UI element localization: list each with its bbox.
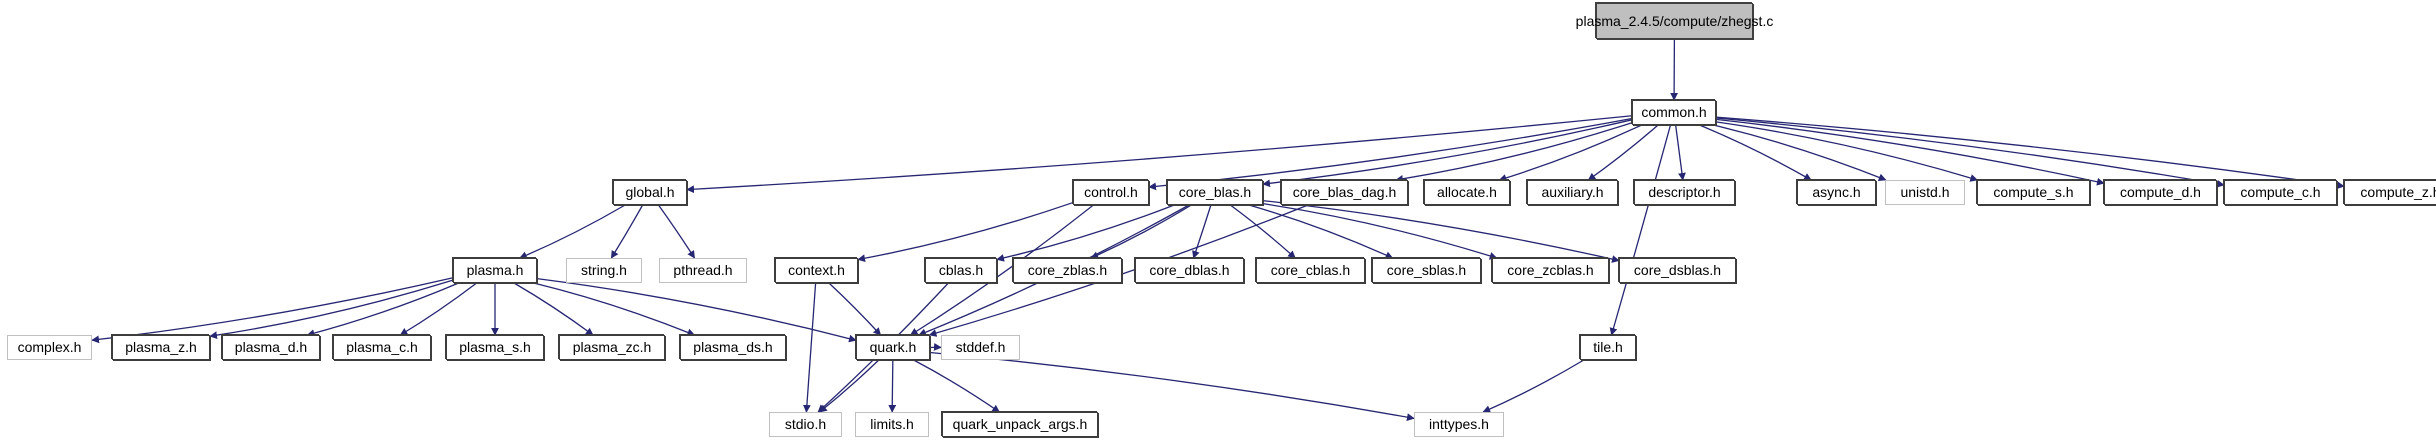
graph-edge-common-to-compute_d: [1715, 118, 2105, 186]
graph-edge-global-to-plasma: [519, 204, 626, 259]
graph-edge-context-to-quark: [828, 282, 882, 336]
graph-node-core_zblas[interactable]: core_zblas.h: [1013, 258, 1122, 283]
graph-edge-global-to-string: [610, 204, 644, 259]
graph-edge-core_blas-to-core_zcblas: [1262, 203, 1498, 260]
graph-edge-common-to-descriptor: [1674, 124, 1686, 181]
graph-edge-common-to-core_blas_dag: [1395, 122, 1633, 183]
graph-node-compute_c[interactable]: compute_c.h: [2224, 180, 2337, 205]
graph-node-limits[interactable]: limits.h: [855, 412, 929, 437]
graph-node-plasma[interactable]: plasma.h: [453, 258, 537, 283]
graph-node-inttypes[interactable]: inttypes.h: [1414, 412, 1504, 437]
graph-edge-common-to-global: [686, 115, 1633, 194]
graph-node-descriptor[interactable]: descriptor.h: [1634, 180, 1735, 205]
graph-edge-core_blas-to-core_dsblas: [1262, 199, 1620, 263]
graph-edge-core_blas-to-core_cblas: [1229, 204, 1296, 259]
graph-node-stdio[interactable]: stdio.h: [769, 412, 842, 437]
graph-edge-plasma-to-plasma_d: [306, 282, 459, 337]
graph-edge-tile-to-inttypes: [1482, 359, 1585, 413]
graph-edge-plasma-to-complex: [91, 277, 454, 344]
graph-edge-core_blas-to-cblas: [996, 204, 1175, 262]
graph-edge-plasma-to-plasma_zc: [513, 282, 594, 336]
graph-edge-common-to-tile: [1609, 124, 1672, 336]
graph-edge-common-to-core_blas: [1262, 119, 1633, 188]
graph-edge-plasma-to-plasma_c: [399, 282, 478, 336]
graph-node-cblas[interactable]: cblas.h: [925, 258, 997, 283]
graph-edge-common-to-compute_z: [1715, 116, 2345, 190]
graph-node-complex[interactable]: complex.h: [7, 335, 92, 360]
graph-edge-core_blas-to-core_zblas: [1090, 204, 1192, 259]
graph-edge-quark-to-limits: [888, 359, 897, 413]
graph-node-control[interactable]: control.h: [1073, 180, 1149, 205]
node-label-line: plasma_2.4.5/compute: [1575, 13, 1718, 29]
graph-edge-common-to-unistd: [1713, 124, 1887, 182]
graph-node-plasma_z[interactable]: plasma_z.h: [112, 335, 210, 360]
graph-node-async[interactable]: async.h: [1797, 180, 1876, 205]
graph-node-plasma_ds[interactable]: plasma_ds.h: [680, 335, 786, 360]
graph-node-core_blas_dag[interactable]: core_blas_dag.h: [1281, 180, 1408, 205]
graph-node-pthread[interactable]: pthread.h: [659, 258, 747, 283]
node-label-line: /zhegst.c: [1717, 13, 1774, 29]
graph-node-compute_d[interactable]: compute_d.h: [2104, 180, 2217, 205]
graph-node-string[interactable]: string.h: [566, 258, 642, 283]
graph-node-common[interactable]: common.h: [1632, 100, 1716, 125]
graph-edge-core_blas-to-core_sblas: [1248, 204, 1394, 259]
graph-edge-plasma-to-plasma_z: [209, 279, 454, 340]
graph-node-allocate[interactable]: allocate.h: [1424, 180, 1510, 205]
graph-node-core_sblas[interactable]: core_sblas.h: [1372, 258, 1481, 283]
graph-edge-common-to-compute_c: [1715, 117, 2225, 188]
graph-edge-control-to-context: [857, 201, 1074, 263]
graph-edge-common-to-async: [1699, 124, 1812, 181]
graph-node-compute_z[interactable]: compute_z.h: [2344, 180, 2436, 205]
graph-node-compute_s[interactable]: compute_s.h: [1977, 180, 2090, 205]
graph-node-unistd[interactable]: unistd.h: [1885, 180, 1965, 205]
graph-node-quark_unpack[interactable]: quark_unpack_args.h: [942, 412, 1098, 437]
graph-edge-global-to-pthread: [657, 204, 696, 259]
graph-node-plasma_d[interactable]: plasma_d.h: [222, 335, 320, 360]
graph-node-zhegst[interactable]: plasma_2.4.5/compute/zhegst.c: [1576, 3, 1773, 39]
graph-node-global[interactable]: global.h: [613, 180, 687, 205]
graph-node-plasma_s[interactable]: plasma_s.h: [446, 335, 544, 360]
graph-node-context[interactable]: context.h: [775, 258, 858, 283]
graph-node-quark[interactable]: quark.h: [856, 335, 930, 360]
graph-edge-quark-to-inttypes: [929, 351, 1415, 421]
graph-node-plasma_zc[interactable]: plasma_zc.h: [559, 335, 665, 360]
graph-node-core_dblas[interactable]: core_dblas.h: [1135, 258, 1244, 283]
graph-edge-common-to-allocate: [1498, 124, 1642, 182]
graph-node-auxiliary[interactable]: auxiliary.h: [1527, 180, 1618, 205]
graph-edge-core_blas-to-core_dblas: [1192, 204, 1212, 259]
graph-edge-quark-to-stdio: [819, 359, 880, 413]
graph-edge-context-to-stdio: [803, 282, 817, 413]
graph-node-plasma_c[interactable]: plasma_c.h: [333, 335, 431, 360]
graph-edge-control-to-quark: [909, 204, 1094, 336]
graph-edge-plasma-to-plasma_ds: [533, 282, 696, 336]
graph-node-tile[interactable]: tile.h: [1580, 335, 1636, 360]
graph-edge-plasma-to-quark: [536, 277, 857, 343]
graph-node-core_cblas[interactable]: core_cblas.h: [1256, 258, 1365, 283]
graph-node-stddef[interactable]: stddef.h: [941, 335, 1020, 360]
graph-node-core_dsblas[interactable]: core_dsblas.h: [1619, 258, 1736, 283]
graph-edge-quark-to-quark_unpack: [913, 359, 1001, 413]
graph-edge-common-to-auxiliary: [1587, 124, 1659, 181]
graph-node-core_blas[interactable]: core_blas.h: [1167, 180, 1263, 205]
graph-edge-common-to-compute_s: [1715, 121, 1979, 182]
graph-node-core_zcblas[interactable]: core_zcblas.h: [1492, 258, 1609, 283]
